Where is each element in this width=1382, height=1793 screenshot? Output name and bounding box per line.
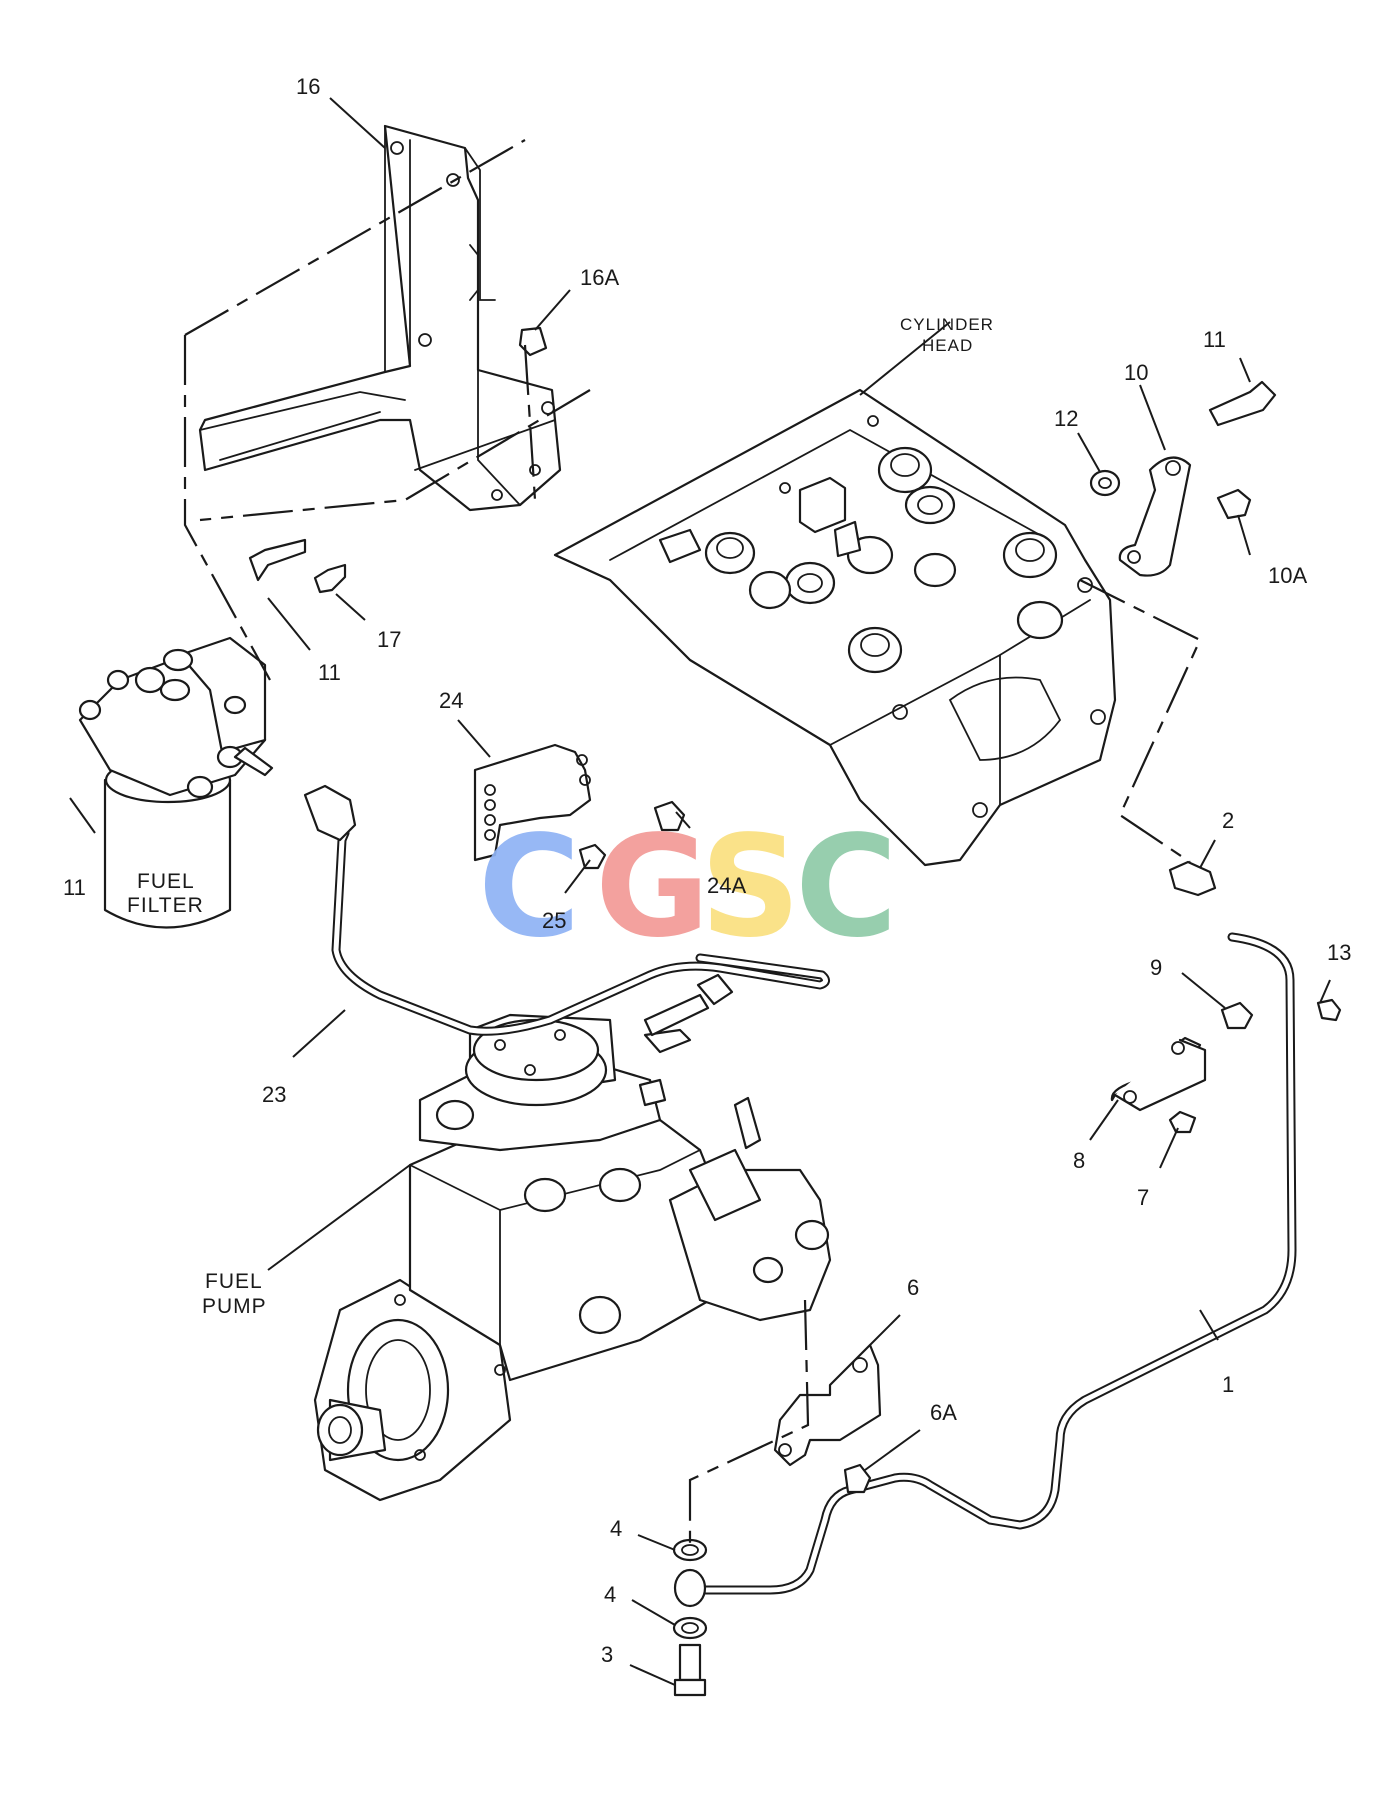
callout-24: 24	[439, 688, 463, 713]
callout-1: 1	[1222, 1372, 1234, 1397]
callout-2: 2	[1222, 808, 1234, 833]
callout-16a: 16A	[580, 265, 619, 290]
cgsc-watermark-logo: C G S C	[478, 806, 898, 969]
watermark-letter-c1: C	[478, 806, 581, 969]
callout-8: 8	[1073, 1148, 1085, 1173]
callout-17: 17	[377, 627, 401, 652]
fuel-filter-caption-line1: FUEL	[137, 870, 195, 893]
callout-7: 7	[1137, 1185, 1149, 1210]
callout-10: 10	[1124, 360, 1148, 385]
cylinder-head	[553, 388, 1117, 867]
callout-4-upper: 4	[610, 1516, 622, 1541]
callout-numbers: 16 16A 11 10 12 10A 11 17 24 2 11 24A 25…	[63, 74, 1351, 1667]
callout-16: 16	[296, 74, 320, 99]
callout-12: 12	[1054, 406, 1078, 431]
fuel-filter	[78, 636, 274, 929]
fuel-tube-23	[303, 784, 830, 1037]
callout-6a: 6A	[930, 1400, 957, 1425]
callout-23: 23	[262, 1082, 286, 1107]
watermark-letter-g: G	[595, 806, 710, 969]
callout-11-filter: 11	[63, 875, 86, 900]
captions: CYLINDER HEAD FUEL FILTER FUEL PUMP	[127, 315, 994, 1318]
callout-3: 3	[601, 1642, 613, 1667]
callout-11-top-right: 11	[1203, 327, 1226, 352]
leader-lines	[69, 97, 1331, 1686]
fuel-pump	[313, 1013, 832, 1502]
watermark-letter-s: S	[700, 806, 801, 969]
fuel-pump-caption-line1: FUEL	[205, 1270, 263, 1293]
callout-25: 25	[542, 908, 566, 933]
callout-10a: 10A	[1268, 563, 1307, 588]
callout-13: 13	[1327, 940, 1351, 965]
cylinder-head-caption-line1: CYLINDER	[900, 315, 994, 334]
fuel-filter-caption-line2: FILTER	[127, 894, 204, 917]
callout-4-lower: 4	[604, 1582, 616, 1607]
watermark-letter-c2: C	[795, 806, 898, 969]
small-parts	[248, 326, 1342, 1697]
mounting-bracket	[198, 124, 562, 512]
fuel-tube-1	[695, 932, 1297, 1595]
fuel-pump-caption-line2: PUMP	[202, 1295, 267, 1318]
callout-9: 9	[1150, 955, 1162, 980]
cylinder-head-caption-line2: HEAD	[922, 336, 973, 355]
callout-6: 6	[907, 1275, 919, 1300]
callout-11-bracket: 11	[318, 660, 341, 685]
callout-24a: 24A	[707, 873, 746, 898]
routing-dashes	[183, 139, 1202, 1545]
